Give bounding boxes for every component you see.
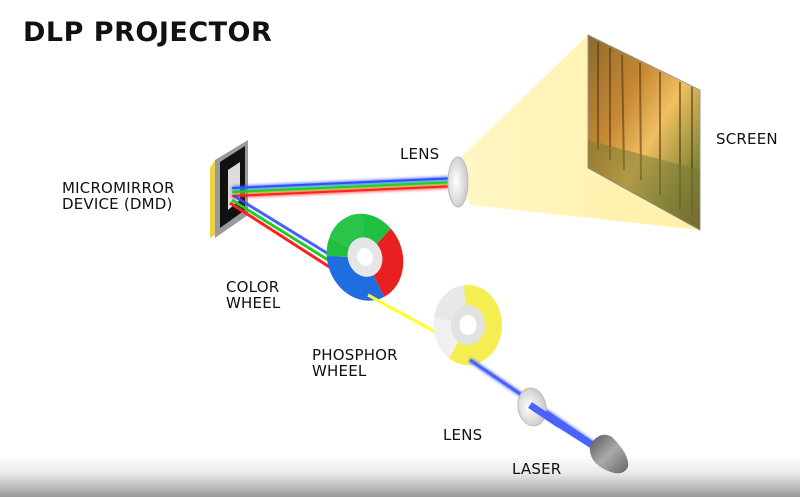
color-wheel	[326, 213, 404, 301]
label-color-wheel-line1: COLOR	[226, 278, 280, 296]
label-dmd-line1: MICROMIRROR	[62, 179, 175, 197]
rgb-beam-to-color-wheel	[229, 194, 336, 270]
label-screen: SCREEN	[716, 130, 778, 148]
phosphor-wheel	[433, 285, 502, 365]
label-laser: LASER	[512, 460, 562, 478]
projection-screen	[587, 34, 701, 231]
floor-gradient	[0, 455, 800, 497]
label-phosphor-wheel: PHOSPHOR WHEEL	[312, 347, 398, 379]
label-lens-bottom: LENS	[443, 426, 483, 444]
label-lens-top: LENS	[400, 145, 440, 163]
page-title: DLP PROJECTOR	[23, 17, 273, 48]
label-dmd-line2: DEVICE (DMD)	[62, 195, 173, 213]
label-color-wheel: COLOR WHEEL	[226, 279, 280, 311]
label-dmd: MICROMIRROR DEVICE (DMD)	[62, 180, 175, 212]
lens-top-icon	[447, 156, 469, 208]
label-phosphor-wheel-line1: PHOSPHOR	[312, 346, 398, 364]
label-phosphor-wheel-line2: WHEEL	[312, 362, 367, 380]
laser-icon	[589, 434, 629, 474]
label-color-wheel-line2: WHEEL	[226, 294, 281, 312]
